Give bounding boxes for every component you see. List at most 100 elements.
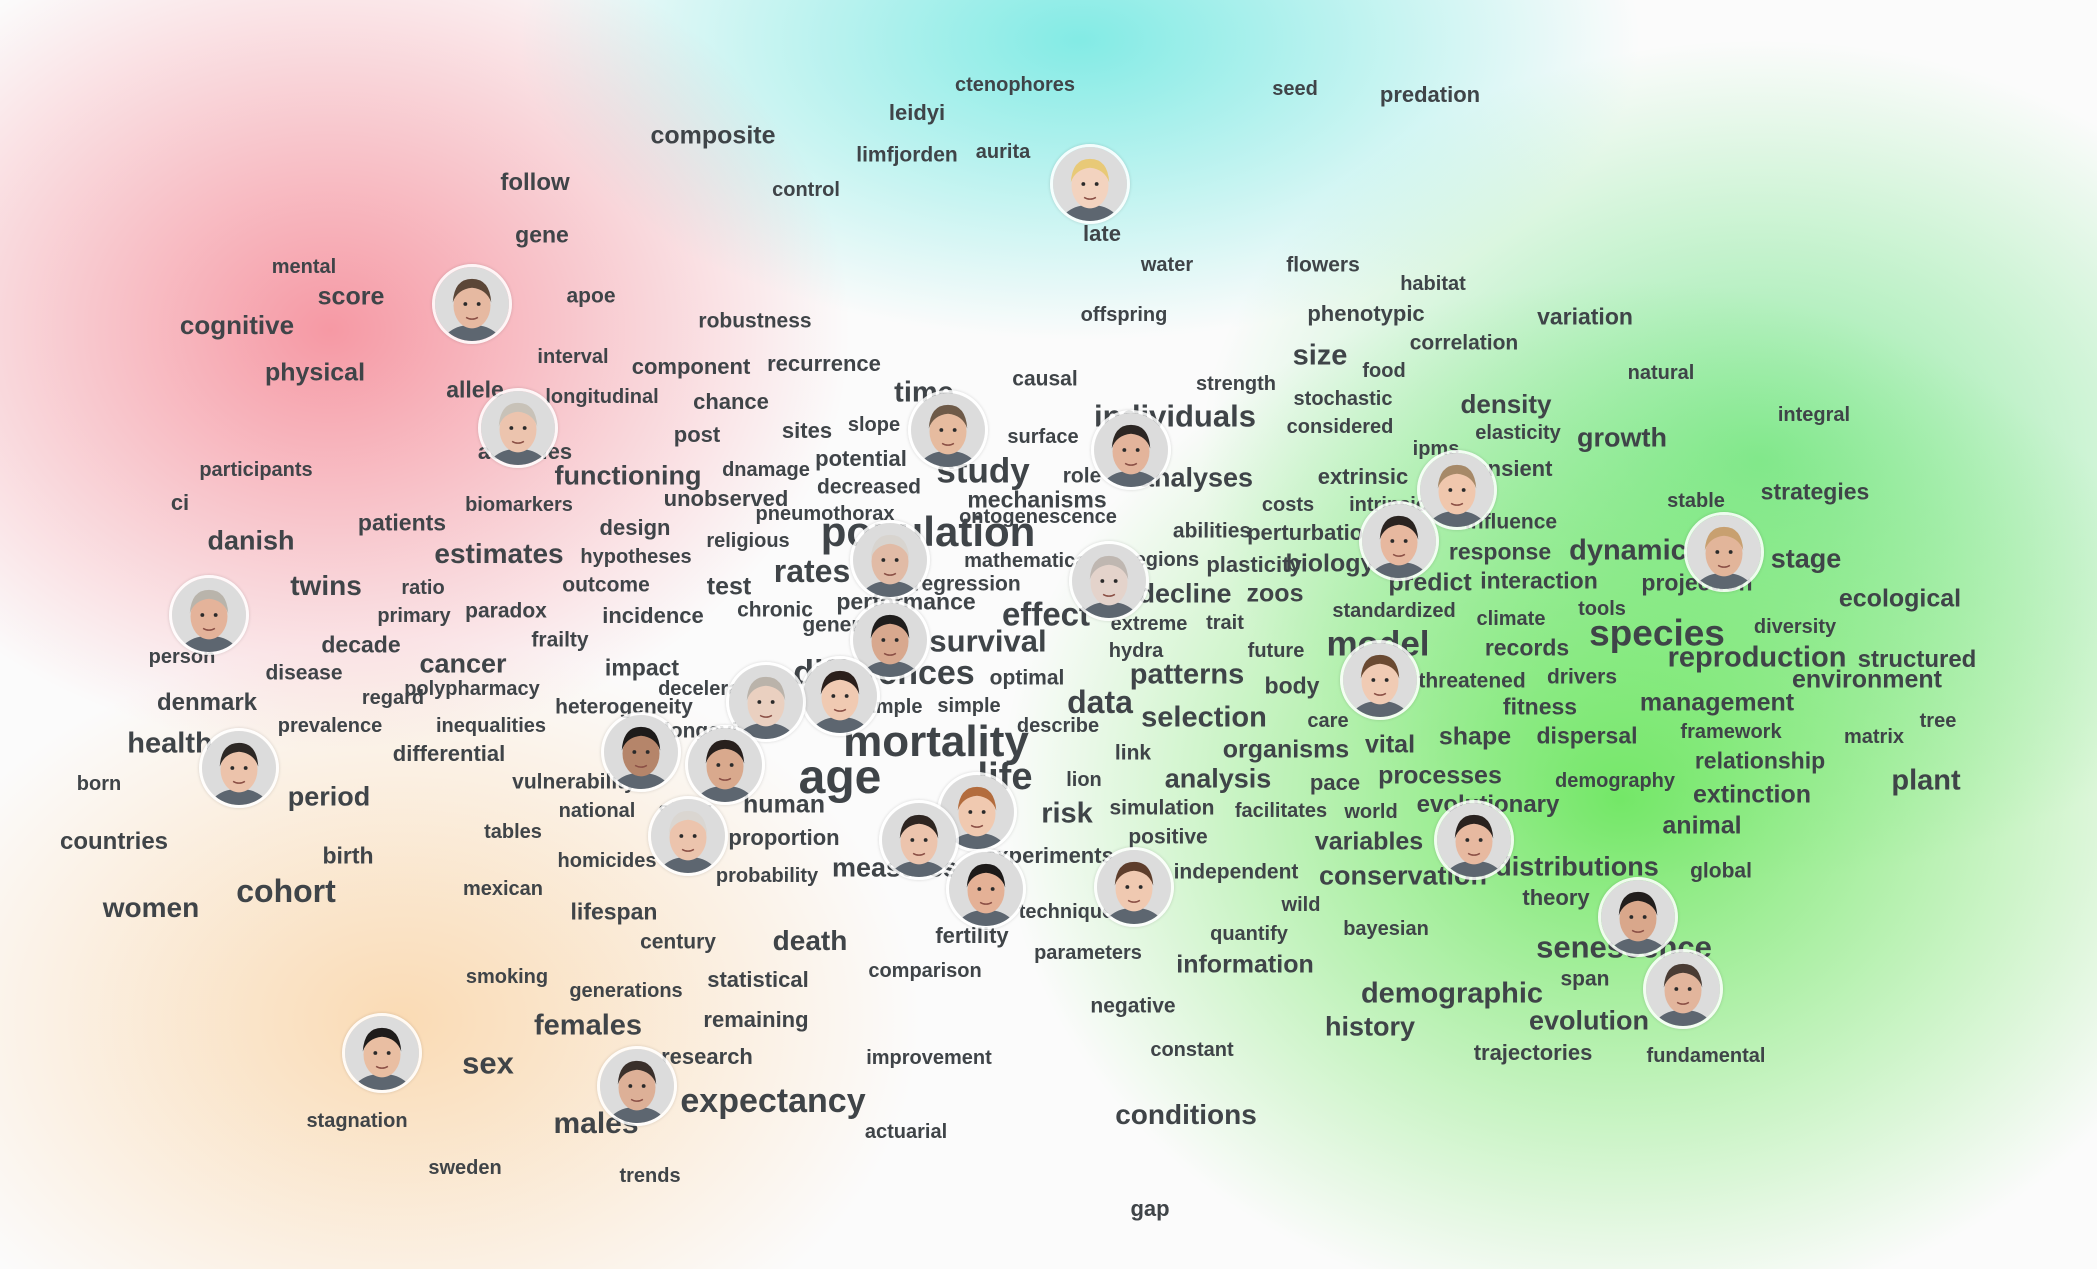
keyword-unobserved: unobserved <box>663 486 789 511</box>
keyword-mortality: mortality <box>843 717 1029 766</box>
keyword-water: water <box>1140 254 1194 276</box>
keyword-variation: variation <box>1537 303 1633 330</box>
keyword-fitness: fitness <box>1502 693 1578 720</box>
researcher-avatar[interactable] <box>1340 640 1420 720</box>
keyword-animal: animal <box>1662 811 1742 840</box>
keyword-ecological: ecological <box>1838 584 1962 613</box>
keyword-mathematical: mathematical <box>964 550 1092 572</box>
keyword-statistical: statistical <box>707 967 809 992</box>
keyword-proportion: proportion <box>728 825 840 850</box>
keyword-extrinsic: extrinsic <box>1317 464 1409 489</box>
keyword-records: records <box>1484 634 1570 661</box>
keyword-interval: interval <box>537 346 609 368</box>
keyword-stage: stage <box>1770 543 1842 574</box>
researcher-avatar[interactable] <box>1598 877 1678 957</box>
keyword-technique: technique <box>1018 901 1114 923</box>
keyword-world: world <box>1344 801 1398 823</box>
researcher-avatar[interactable] <box>1434 800 1514 880</box>
keyword-management: management <box>1639 688 1795 717</box>
keyword-elasticity: elasticity <box>1475 422 1561 444</box>
keyword-relationship: relationship <box>1694 747 1826 774</box>
researcher-avatar[interactable] <box>1417 450 1497 530</box>
researcher-avatar[interactable] <box>850 520 930 600</box>
keyword-demographic: demographic <box>1360 977 1544 1010</box>
keyword-global: global <box>1690 859 1752 883</box>
keyword-constant: constant <box>1150 1039 1234 1061</box>
keyword-rates: rates <box>773 553 851 589</box>
keyword-longitudinal: longitudinal <box>545 386 659 408</box>
keyword-tables: tables <box>484 821 542 843</box>
keyword-mechanisms: mechanisms <box>967 486 1107 513</box>
researcher-avatar[interactable] <box>800 656 880 736</box>
keyword-tools: tools <box>1578 598 1626 620</box>
face-icon <box>729 665 803 739</box>
keyword-threatened: threatened <box>1418 669 1526 693</box>
researcher-avatar[interactable] <box>1643 949 1723 1029</box>
keyword-decline: decline <box>1138 578 1232 609</box>
keyword-incidence: incidence <box>602 603 704 628</box>
keyword-fertility: fertility <box>935 923 1009 948</box>
researcher-avatar[interactable] <box>597 1046 677 1126</box>
keyword-interaction: interaction <box>1480 567 1598 594</box>
keyword-twins: twins <box>290 570 362 601</box>
keyword-birth: birth <box>322 842 374 869</box>
keyword-females: females <box>533 1009 643 1042</box>
keyword-theory: theory <box>1522 885 1590 910</box>
keyword-vital: vital <box>1364 730 1416 759</box>
researcher-avatar[interactable] <box>1050 144 1130 224</box>
keyword-trait: trait <box>1206 612 1244 634</box>
keyword-outcome: outcome <box>562 573 650 597</box>
researcher-avatar[interactable] <box>648 796 728 876</box>
researcher-avatar[interactable] <box>946 849 1026 929</box>
keyword-dnamage: dnamage <box>722 459 810 481</box>
researcher-avatar[interactable] <box>169 575 249 655</box>
keyword-test: test <box>706 572 752 601</box>
keyword-robustness: robustness <box>698 309 812 333</box>
researcher-avatar[interactable] <box>908 390 988 470</box>
keyword-regard: regard <box>361 687 425 709</box>
keyword-danish: danish <box>207 525 295 556</box>
researcher-avatar[interactable] <box>199 728 279 808</box>
face-icon <box>202 731 276 805</box>
face-icon <box>853 603 927 677</box>
keyword-research: research <box>661 1044 753 1069</box>
keyword-conditions: conditions <box>1115 1099 1257 1130</box>
researcher-avatar[interactable] <box>432 264 512 344</box>
researcher-avatar[interactable] <box>726 662 806 742</box>
keyword-paradox: paradox <box>465 599 547 623</box>
face-icon <box>604 715 678 789</box>
face-icon <box>1687 515 1761 589</box>
keyword-span: span <box>1560 967 1610 991</box>
keyword-primary: primary <box>377 605 451 627</box>
keyword-plasticity: plasticity <box>1206 552 1302 577</box>
keyword-pace: pace <box>1309 770 1361 795</box>
researcher-avatar[interactable] <box>1094 847 1174 927</box>
keyword-estimates: estimates <box>434 538 564 569</box>
keyword-experiments: experiments <box>984 843 1114 868</box>
researcher-avatar[interactable] <box>850 600 930 680</box>
researcher-avatar[interactable] <box>601 712 681 792</box>
keyword-stagnation: stagnation <box>306 1110 408 1132</box>
keyword-framework: framework <box>1680 721 1782 743</box>
keyword-extinction: extinction <box>1692 780 1812 809</box>
researcher-avatar[interactable] <box>342 1013 422 1093</box>
face-icon <box>172 578 246 652</box>
keyword-decade: decade <box>321 631 401 658</box>
keyword-considered: considered <box>1286 416 1394 438</box>
researcher-avatar[interactable] <box>1684 512 1764 592</box>
researcher-avatar[interactable] <box>685 725 765 805</box>
researcher-avatar[interactable] <box>1091 410 1171 490</box>
keyword-mexican: mexican <box>462 878 544 900</box>
researcher-avatar[interactable] <box>1069 541 1149 621</box>
keyword-patterns: patterns <box>1129 658 1245 691</box>
keyword-perturbations: perturbations <box>1247 520 1389 545</box>
keyword-plant: plant <box>1891 764 1961 797</box>
researcher-avatar[interactable] <box>879 800 959 880</box>
keyword-recurrence: recurrence <box>767 351 881 376</box>
face-icon <box>1097 850 1171 924</box>
face-icon <box>1053 147 1127 221</box>
face-icon <box>1646 952 1720 1026</box>
researcher-avatar[interactable] <box>1359 501 1439 581</box>
researcher-avatar[interactable] <box>478 388 558 468</box>
keyword-flowers: flowers <box>1286 253 1360 277</box>
